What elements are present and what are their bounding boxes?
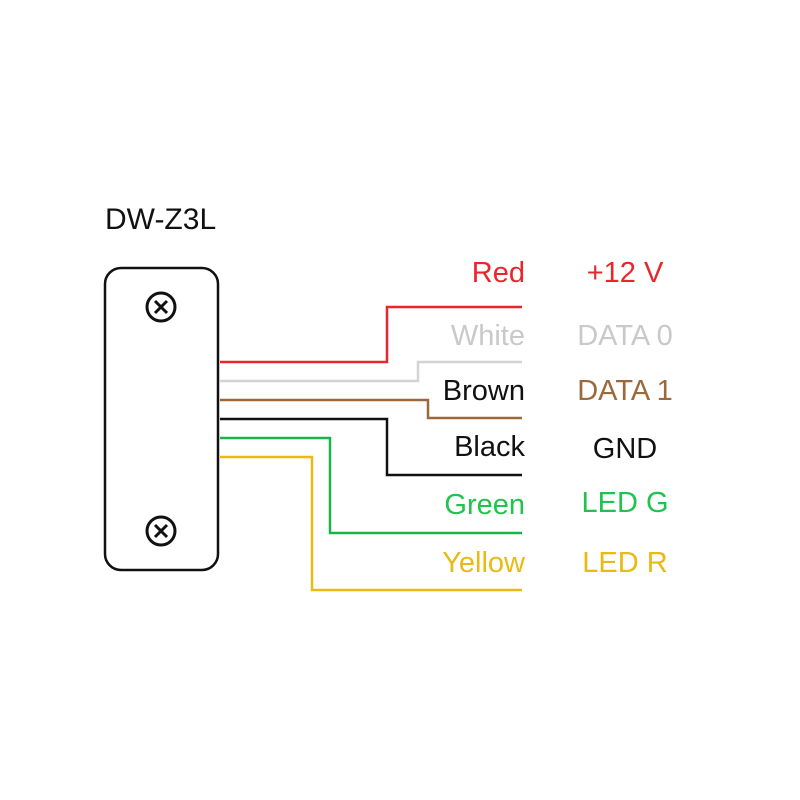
- signal-label-yellow: LED R: [582, 547, 668, 579]
- signal-label-brown: DATA 1: [577, 375, 673, 407]
- top-screw-icon: [145, 291, 177, 323]
- wire-black: [220, 417, 522, 477]
- bottom-screw-icon: [145, 515, 177, 547]
- wire-yellow: [220, 455, 522, 592]
- wire-red: [220, 305, 522, 364]
- wire-brown: [220, 398, 522, 420]
- signal-label-red: +12 V: [586, 257, 664, 289]
- wire-label-brown: Brown: [442, 375, 525, 407]
- wire-label-white: White: [450, 320, 525, 352]
- wire-green: [220, 436, 522, 535]
- wires-group: [220, 305, 522, 592]
- wire-label-black: Black: [454, 431, 525, 463]
- signal-label-black: GND: [592, 433, 658, 465]
- device-body: [103, 266, 220, 572]
- signal-label-green: LED G: [581, 487, 669, 519]
- device-model-title: DW-Z3L: [105, 203, 217, 236]
- signal-label-white: DATA 0: [577, 320, 673, 352]
- wire-label-green: Green: [444, 489, 525, 521]
- wire-white: [220, 360, 522, 383]
- wire-label-yellow: Yellow: [442, 547, 525, 579]
- wire-label-red: Red: [471, 257, 525, 289]
